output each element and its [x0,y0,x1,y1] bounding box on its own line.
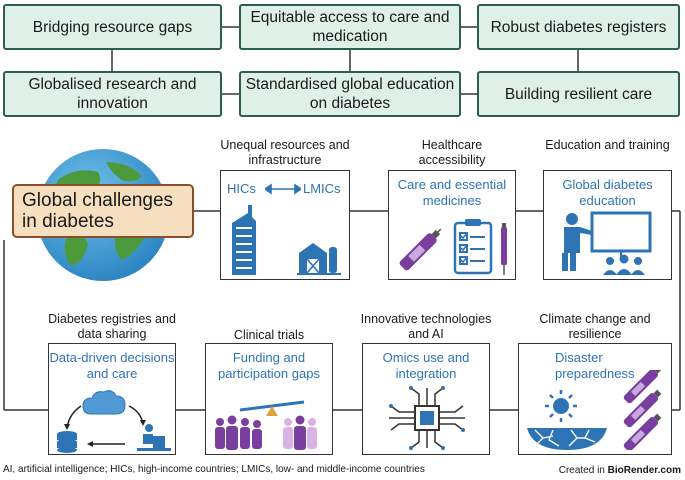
title-global-education: Global diabetes education [562,177,653,208]
sun-cracked-earth-icon [527,390,607,450]
label-unequal-resources: Unequal resources and infrastructure [220,138,350,167]
hics-label: HICs [227,181,256,196]
label-innovation: Innovative technologies and AI [360,312,492,341]
panel-climate: Disaster preparedness [518,343,672,455]
seesaw-people-icon [215,400,317,450]
goal-standardised-education: Standardised global education on diabete… [239,71,461,117]
panel-registries: Data-driven decisions and care [48,343,176,455]
skyscraper-icon [232,205,256,275]
biorender-credit: Created in BioRender.com [559,465,681,476]
goal-resilient-care: Building resilient care [477,71,680,117]
insulin-pen-icon [399,228,442,271]
clipboard-checklist-icon [453,219,493,275]
footnote: AI, artificial intelligence; HICs, high-… [3,464,425,475]
label-climate: Climate change and resilience [539,312,651,341]
global-challenges-box: Global challenges in diabetes [12,184,194,238]
panel-healthcare-accessibility: Care and essential medicines [388,170,516,280]
label-education-training: Education and training [545,138,670,152]
goal-globalised-research: Globalised research and innovation [3,71,222,117]
label-healthcare-accessibility: Healthcare accessibility [418,138,486,167]
insulin-pens-icon [623,370,662,450]
title-disaster-preparedness: Disaster preparedness [555,350,635,381]
syringe-pen-icon [501,223,507,275]
panel-unequal-resources: HICs LMICs [220,170,350,280]
panel-clinical-trials: Funding and participation gaps [205,343,333,455]
title-data-driven: Data-driven decisions and care [49,350,175,381]
panel-education-training: Global diabetes education [543,170,672,280]
title-care-medicines: Care and essential medicines [397,177,507,208]
goal-bridging-resource-gaps: Bridging resource gaps [3,4,222,50]
data-flow-icon [57,390,171,453]
goal-equitable-access: Equitable access to care and medication [239,4,461,50]
goal-robust-registers: Robust diabetes registers [477,4,680,50]
credit-brand: BioRender.com [607,465,681,476]
label-clinical-trials: Clinical trials [233,328,305,342]
panel-innovation: Omics use and integration [362,343,490,455]
global-challenges-text: Global challenges in diabetes [22,190,174,232]
credit-prefix: Created in [558,465,608,476]
teacher-board-icon [562,211,652,275]
label-registries: Diabetes registries and data sharing [48,312,176,341]
double-arrow-icon [265,183,301,195]
title-funding-gaps: Funding and participation gaps [218,350,320,381]
lmics-label: LMICs [303,181,341,196]
title-omics: Omics use and integration [382,350,470,381]
chip-circuit-icon [389,386,465,450]
barn-icon [297,243,341,275]
